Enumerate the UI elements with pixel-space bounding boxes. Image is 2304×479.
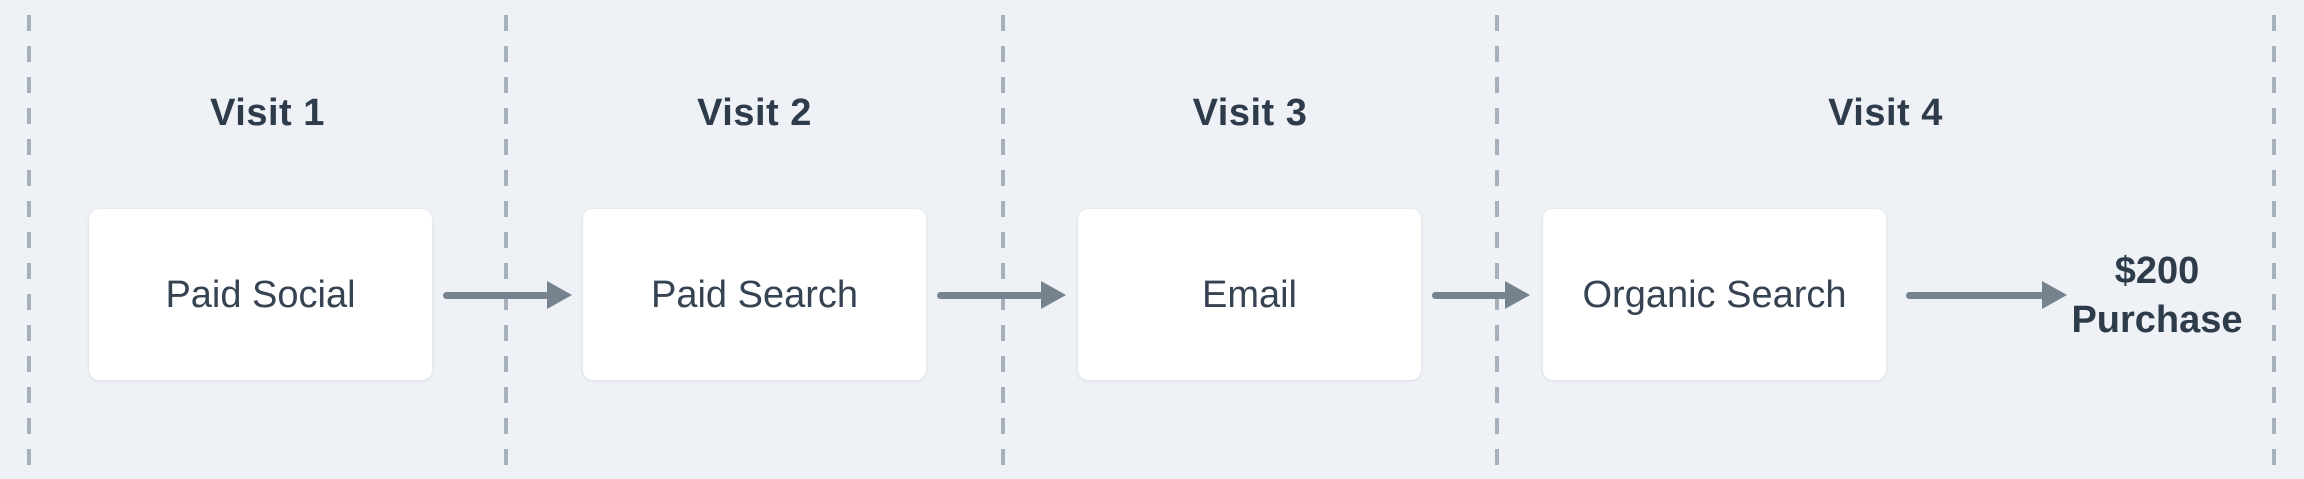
purchase-event: Purchase [2071,299,2243,341]
section-divider-4 [1495,15,1499,479]
channel-label-paid-search: Paid Search [650,273,858,316]
arrow-shaft [937,291,1043,299]
purchase-outcome: $200 Purchase [2037,247,2277,345]
channel-label-organic-search: Organic Search [1582,273,1847,316]
flow-arrow-icon-1 [443,281,572,309]
channel-card-visit-3: Email [1078,209,1421,380]
visit-3-heading: Visit 3 [1192,92,1308,134]
channel-card-visit-2: Paid Search [583,209,926,380]
arrow-head [547,281,572,309]
section-divider-2 [504,15,508,479]
flow-arrow-icon-2 [937,281,1066,309]
purchase-amount: $200 [2114,250,2200,292]
arrow-head [2042,281,2067,309]
channel-card-visit-1: Paid Social [89,209,432,380]
channel-label-paid-social: Paid Social [165,273,356,316]
section-divider-5 [2272,15,2276,479]
section-divider-3 [1001,15,1005,479]
visit-1-heading: Visit 1 [210,92,325,134]
section-divider-1 [27,15,31,479]
channel-label-email: Email [1201,273,1298,316]
flow-arrow-icon-4 [1906,281,2067,309]
channel-card-visit-4: Organic Search [1543,209,1886,380]
arrow-shaft [1906,291,2044,299]
visit-4-heading: Visit 4 [1828,92,1943,134]
arrow-shaft [1432,291,1507,299]
arrow-head [1041,281,1066,309]
arrow-head [1505,281,1530,309]
visit-2-heading: Visit 2 [697,92,812,134]
arrow-shaft [443,291,549,299]
flow-arrow-icon-3 [1432,281,1530,309]
